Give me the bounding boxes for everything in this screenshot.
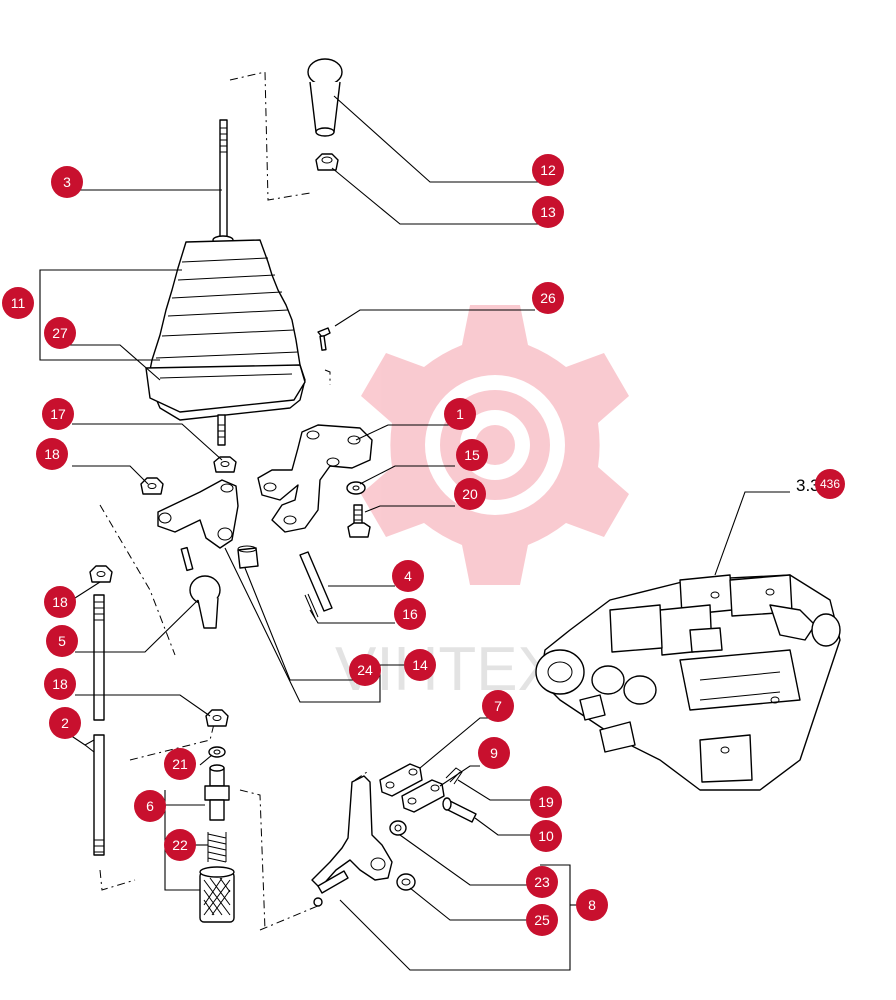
nut-part [213,456,237,473]
washer-part [346,481,366,495]
bushing-part [396,873,416,891]
clevis-pin-part [442,797,477,823]
watermark-gear-icon [361,305,629,585]
spool-part [204,764,230,821]
svg-text:5: 5 [58,633,66,649]
callout-14: 14 [404,649,436,681]
callout-7: 7 [482,690,514,722]
svg-text:3: 3 [63,174,71,190]
callout-17: 17 [42,398,74,430]
svg-text:1: 1 [456,406,464,422]
knob-part [307,58,343,137]
ball-joint-part [180,546,221,629]
svg-text:20: 20 [462,486,478,502]
svg-text:17: 17 [50,406,66,422]
svg-text:7: 7 [494,698,502,714]
svg-text:15: 15 [464,447,480,463]
callout-18: 18 [44,668,76,700]
lever-arm-part [157,479,239,549]
svg-text:12: 12 [540,162,556,178]
bushing-part [389,820,407,836]
control-valve-block-part [535,574,841,791]
lever-rod-part [212,119,234,245]
threaded-rod-part [93,594,105,856]
callout-25: 25 [526,904,558,936]
mounting-bracket-part [257,424,373,533]
bushing-part [237,545,259,569]
svg-text:23: 23 [534,874,550,890]
svg-text:21: 21 [172,756,188,772]
pin-part [299,551,333,612]
knurled-sleeve-part [199,866,235,923]
cross-reference-label: 3.3 436 [796,469,845,499]
callout-8: 8 [576,889,608,921]
nut-part [89,565,113,583]
callout-27: 27 [44,317,76,349]
callout-21: 21 [164,748,196,780]
callout-11: 11 [2,287,34,319]
svg-text:18: 18 [52,594,68,610]
svg-text:25: 25 [534,912,550,928]
bolt-part [347,504,371,538]
rubber-boot-part [145,239,306,446]
svg-text:18: 18 [52,676,68,692]
svg-text:2: 2 [61,715,69,731]
nut-part [205,709,229,727]
callout-26: 26 [532,282,564,314]
reference-number: 436 [820,477,840,491]
svg-text:22: 22 [172,837,188,853]
svg-text:10: 10 [538,828,554,844]
leader-lines [39,95,790,971]
svg-text:14: 14 [412,657,428,673]
svg-text:9: 9 [490,745,498,761]
svg-text:8: 8 [588,897,596,913]
callout-13: 13 [532,196,564,228]
callout-18: 18 [44,586,76,618]
svg-text:16: 16 [402,606,418,622]
callout-16: 16 [394,598,426,630]
svg-text:13: 13 [540,204,556,220]
callout-23: 23 [526,866,558,898]
callout-4: 4 [392,560,424,592]
callout-9: 9 [478,737,510,769]
svg-text:4: 4 [404,568,412,584]
callout-5: 5 [46,625,78,657]
svg-text:26: 26 [540,290,556,306]
callout-22: 22 [164,829,196,861]
svg-text:6: 6 [146,798,154,814]
callout-badges: 12 13 3 11 27 26 1 17 15 18 20 4 18 16 5… [2,154,608,936]
callout-3: 3 [51,166,83,198]
callout-6: 6 [134,790,166,822]
callout-10: 10 [530,820,562,852]
svg-text:18: 18 [44,446,60,462]
link-plate-part [401,779,445,813]
callout-18: 18 [36,438,68,470]
callout-20: 20 [454,478,486,510]
callout-12: 12 [532,154,564,186]
cotter-pin-part [304,593,319,619]
svg-text:19: 19 [538,794,554,810]
svg-text:24: 24 [357,662,373,678]
screw-part [317,327,331,351]
locknut-part [315,153,339,171]
washer-part [208,746,226,758]
callout-15: 15 [456,439,488,471]
reference-prefix: 3.3 [796,476,820,495]
bell-crank-part [311,775,393,907]
spring-part [207,832,227,863]
callout-1: 1 [444,398,476,430]
callout-19: 19 [530,786,562,818]
callout-2: 2 [49,707,81,739]
callout-24: 24 [349,654,381,686]
svg-text:11: 11 [11,295,26,311]
svg-text:27: 27 [52,325,68,341]
link-plate-part [379,763,423,797]
